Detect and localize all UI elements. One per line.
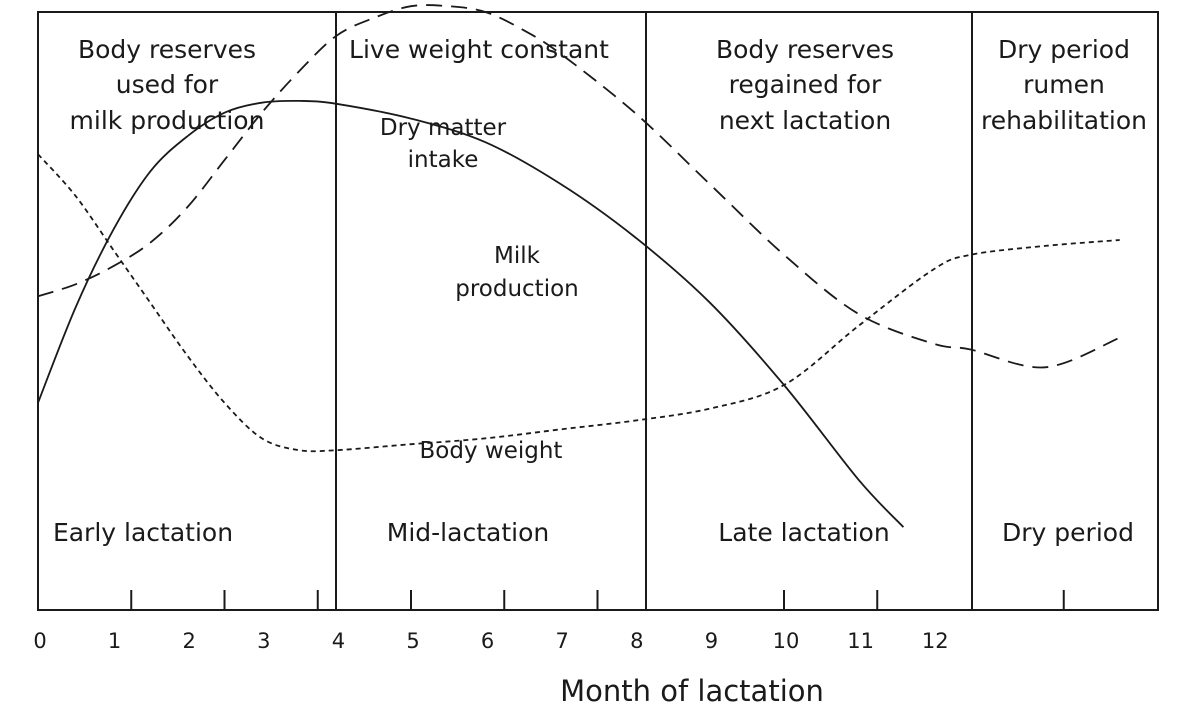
x-tick-label-11: 11	[847, 629, 874, 653]
series-label-body-weight: Body weight	[420, 438, 563, 464]
series-line-milk-production	[37, 99, 905, 528]
phase-description-early-line-1: Body reserves	[78, 35, 256, 64]
phase-description-dry-line-3: rehabilitation	[981, 106, 1147, 135]
phase-name-mid: Mid-lactation	[387, 518, 549, 547]
x-tick-label-2: 2	[183, 629, 196, 653]
x-tick-label-1: 1	[108, 629, 121, 653]
series-line-body-weight	[37, 153, 1120, 453]
phase-description-dry-line-2: rumen	[1023, 70, 1105, 99]
series-label-dmi-line-2: intake	[408, 147, 479, 173]
phase-description-late-line-1: Body reserves	[716, 35, 894, 64]
phase-description-mid-line-1: Live weight constant	[349, 35, 609, 64]
phase-description-early-line-2: used for	[116, 70, 219, 99]
x-tick-label-0: 0	[33, 629, 46, 653]
x-tick-label-10: 10	[773, 629, 800, 653]
phase-name-late: Late lactation	[718, 518, 889, 547]
phase-description-early-line-3: milk production	[70, 106, 265, 135]
series-label-dmi-line-1: Dry matter	[380, 115, 507, 141]
x-tick-label-6: 6	[481, 629, 494, 653]
phase-description-late-line-2: regained for	[729, 70, 882, 99]
phase-name-dry: Dry period	[1002, 518, 1134, 547]
x-tick-label-3: 3	[257, 629, 270, 653]
x-tick-label-4: 4	[332, 629, 345, 653]
phase-name-early: Early lactation	[53, 518, 233, 547]
x-tick-label-12: 12	[922, 629, 949, 653]
x-tick-label-7: 7	[556, 629, 569, 653]
x-tick-label-8: 8	[630, 629, 643, 653]
series-label-milk-line-1: Milk	[494, 243, 541, 269]
x-tick-label-5: 5	[406, 629, 419, 653]
phase-description-late-line-3: next lactation	[719, 106, 891, 135]
x-axis-title: Month of lactation	[560, 674, 824, 708]
x-tick-label-9: 9	[705, 629, 718, 653]
phase-description-dry-line-1: Dry period	[998, 35, 1130, 64]
series-label-milk-line-2: production	[455, 276, 579, 302]
series-line-dry-matter-intake	[37, 4, 1121, 369]
